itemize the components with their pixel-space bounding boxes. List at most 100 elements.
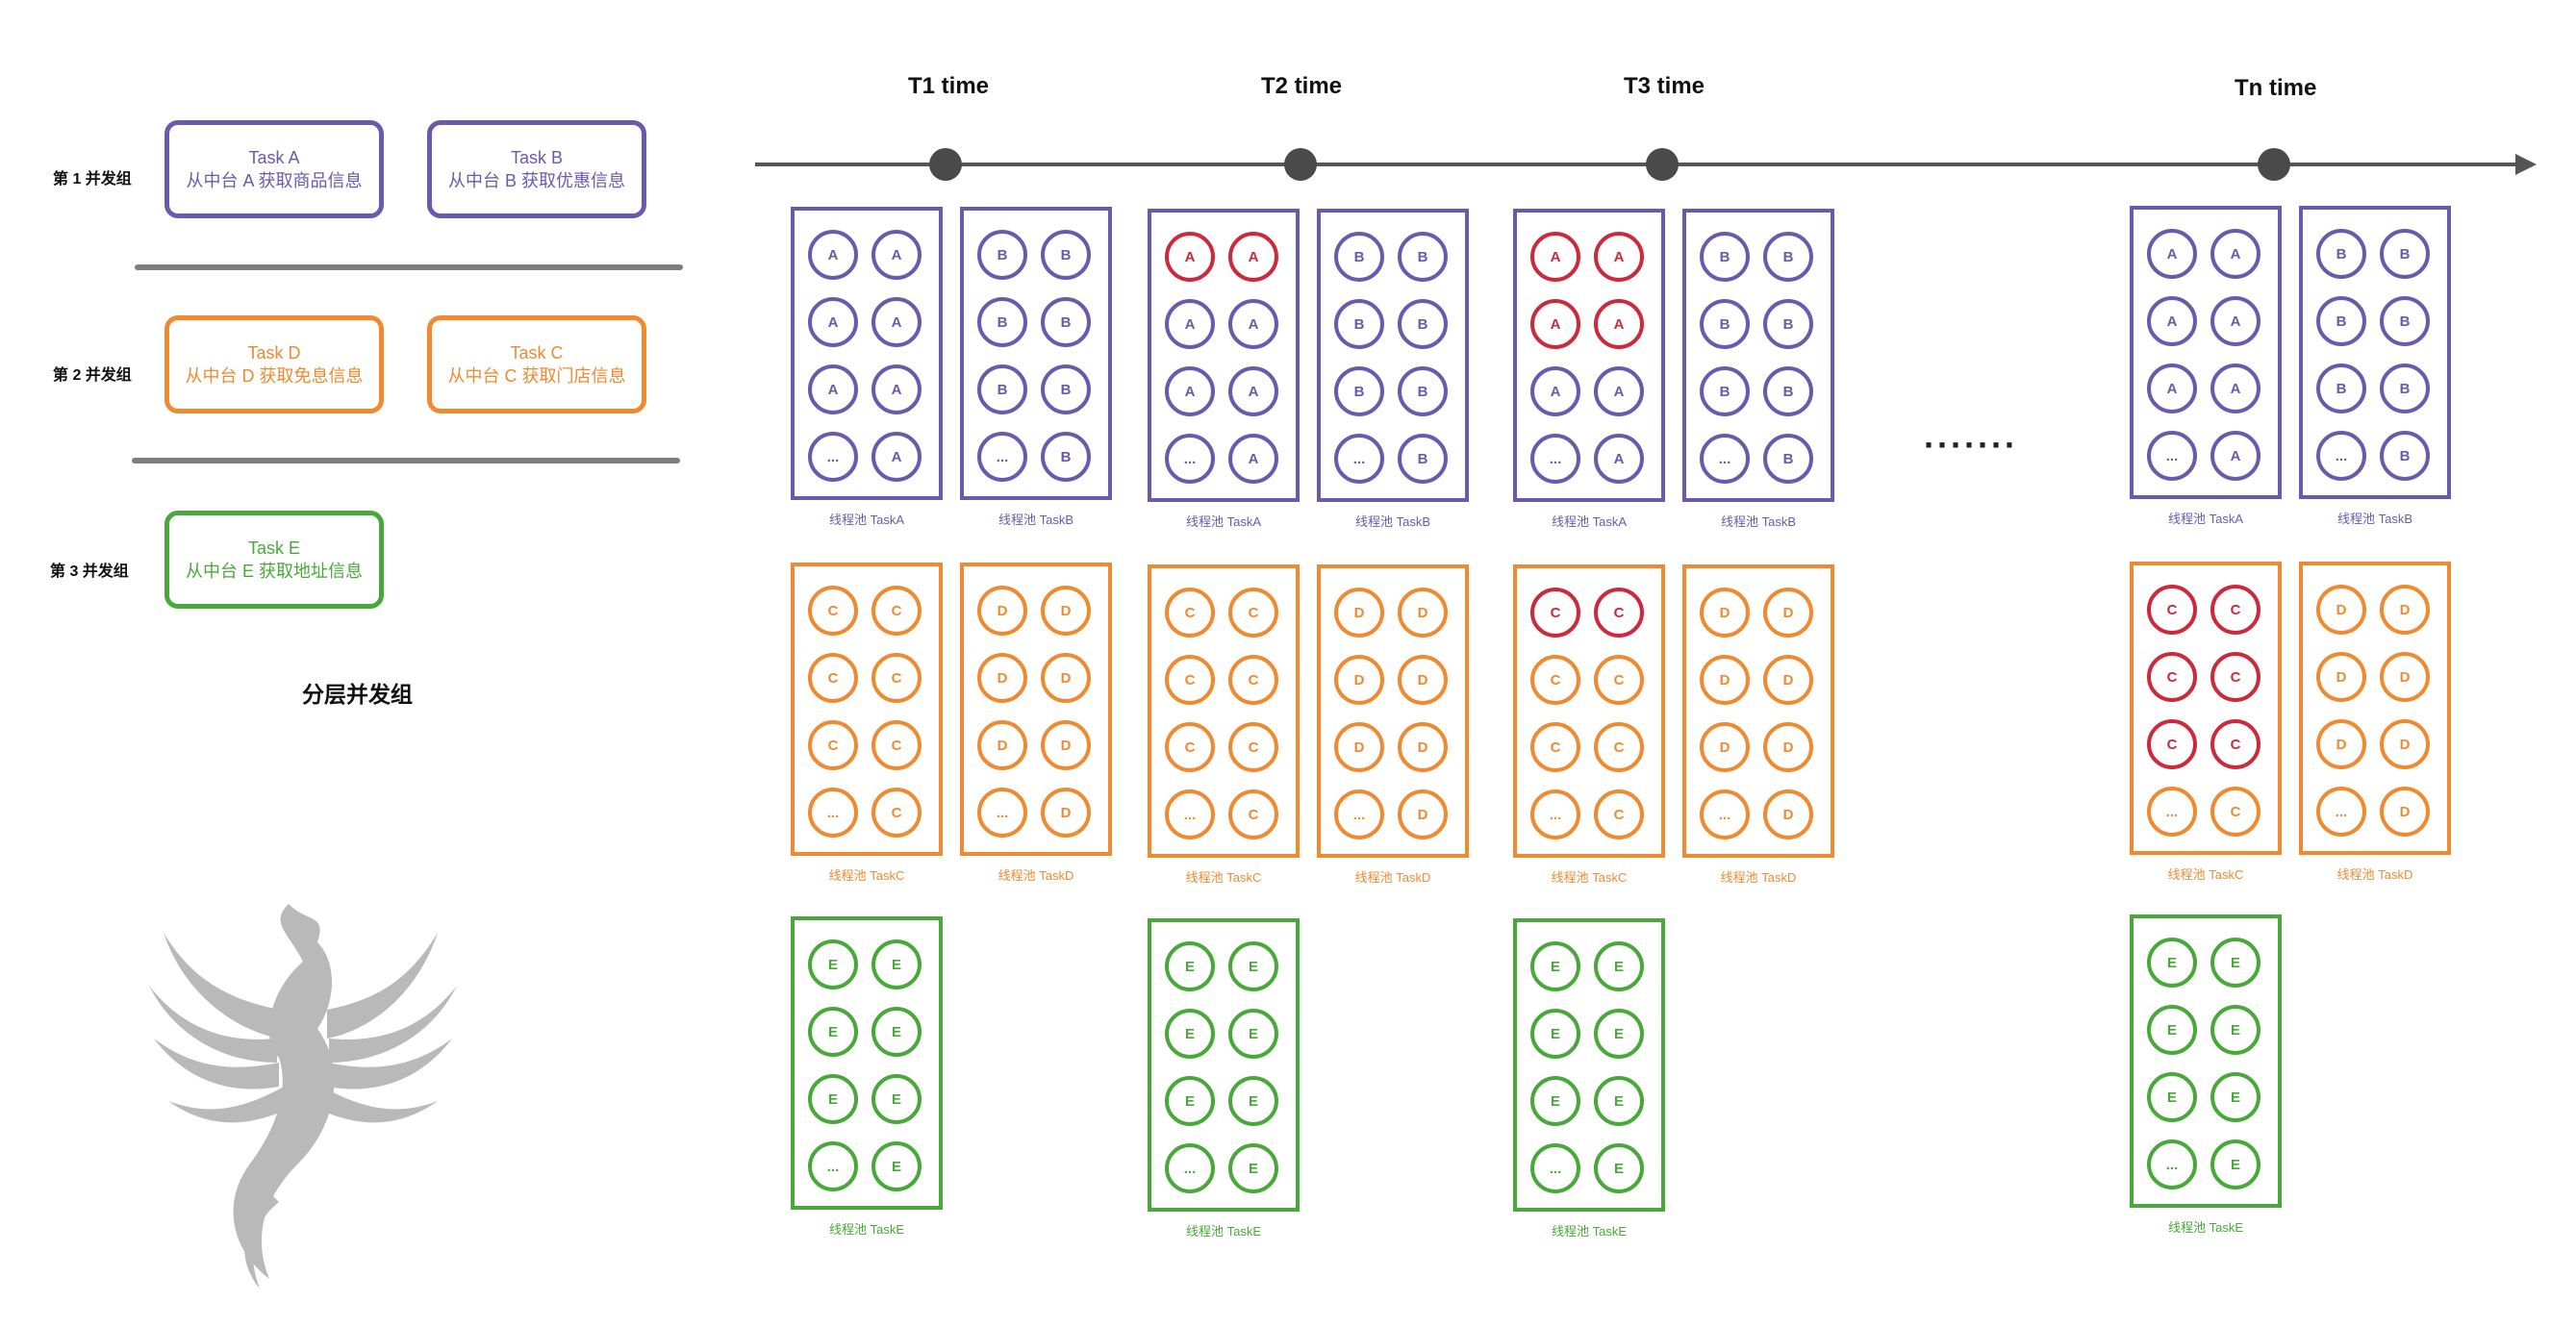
thread-placeholder: ... <box>1700 789 1750 839</box>
thread-pool-label: 线程池 TaskE <box>1551 1224 1628 1239</box>
thread-idle: C <box>871 586 922 636</box>
thread-idle: A <box>871 432 922 482</box>
thread-busy: C <box>2210 585 2260 635</box>
task-a-desc: 从中台 A 获取商品信息 <box>186 171 363 190</box>
timeline-node-tn <box>2258 148 2290 181</box>
thread-idle: C <box>808 653 858 703</box>
thread-placeholder: ... <box>2316 431 2366 481</box>
thread-idle: B <box>1041 364 1091 414</box>
thread-idle: C <box>1594 722 1644 772</box>
thread-idle: B <box>1398 232 1448 282</box>
thread-idle: D <box>2316 719 2366 769</box>
thread-idle: E <box>1228 1009 1278 1059</box>
thread-idle: D <box>1334 722 1384 772</box>
thread-placeholder: ... <box>808 788 858 838</box>
thread-idle: D <box>2380 719 2430 769</box>
thread-busy: C <box>1530 588 1580 638</box>
task-b-box: Task B 从中台 B 获取优惠信息 <box>427 120 646 218</box>
thread-placeholder: ... <box>977 788 1027 838</box>
thread-pool-label: 线程池 TaskB <box>2336 512 2413 526</box>
thread-idle: A <box>2210 229 2260 279</box>
group-divider-2 <box>132 458 680 463</box>
thread-placeholder: ... <box>1334 789 1384 839</box>
thread-idle: A <box>1165 299 1215 349</box>
thread-busy: C <box>2147 585 2197 635</box>
thread-idle: B <box>2316 296 2366 346</box>
thread-pool-label: 线程池 TaskB <box>1354 514 1431 529</box>
thread-idle: D <box>1700 655 1750 705</box>
thread-idle: B <box>2316 229 2366 279</box>
thread-idle: D <box>1763 722 1813 772</box>
thread-idle: D <box>1041 653 1091 703</box>
thread-idle: A <box>2147 363 2197 413</box>
thread-idle: E <box>1530 941 1580 991</box>
thread-idle: D <box>2380 585 2430 635</box>
thread-idle: E <box>2147 1072 2197 1122</box>
thread-pool-label: 线程池 TaskC <box>1185 870 1262 885</box>
thread-idle: B <box>2316 363 2366 413</box>
thread-idle: A <box>2210 363 2260 413</box>
thread-placeholder: ... <box>1165 434 1215 484</box>
thread-idle: D <box>1398 722 1448 772</box>
thread-placeholder: ... <box>1334 434 1384 484</box>
thread-idle: A <box>1530 366 1580 416</box>
task-d-desc: 从中台 D 获取免息信息 <box>185 366 364 386</box>
timeline-node-t1 <box>929 148 962 181</box>
thread-idle: A <box>808 297 858 347</box>
thread-idle: D <box>2316 585 2366 635</box>
thread-idle: E <box>1228 1143 1278 1193</box>
thread-placeholder: ... <box>1165 789 1215 839</box>
thread-idle: E <box>1530 1009 1580 1059</box>
thread-idle: B <box>1398 366 1448 416</box>
thread-pool-label: 线程池 TaskA <box>1551 514 1628 529</box>
phoenix-icon <box>149 904 457 1289</box>
layered-groups-caption: 分层并发组 <box>302 682 413 707</box>
thread-idle: D <box>1763 655 1813 705</box>
thread-idle: C <box>871 653 922 703</box>
thread-idle: E <box>2210 1005 2260 1055</box>
thread-pool-label: 线程池 TaskE <box>828 1222 905 1237</box>
thread-idle: E <box>2210 1072 2260 1122</box>
thread-idle: E <box>808 1074 858 1124</box>
thread-idle: B <box>977 364 1027 414</box>
thread-idle: C <box>871 788 922 838</box>
thread-idle: D <box>1041 720 1091 770</box>
thread-idle: E <box>871 939 922 989</box>
task-d-box: Task D 从中台 D 获取免息信息 <box>164 315 384 413</box>
thread-idle: E <box>808 1007 858 1057</box>
thread-pool-label: 线程池 TaskD <box>1720 870 1797 885</box>
thread-idle: B <box>2380 363 2430 413</box>
thread-idle: B <box>1763 434 1813 484</box>
time-label-t2: T2 time <box>1261 73 1343 99</box>
timeline-node-t2 <box>1284 148 1317 181</box>
thread-idle: D <box>2380 652 2430 702</box>
thread-pool-label: 线程池 TaskD <box>2336 867 2413 882</box>
task-b-desc: 从中台 B 获取优惠信息 <box>447 171 625 190</box>
thread-idle: D <box>1041 586 1091 636</box>
group-label-1: 第 1 并发组 <box>53 171 132 188</box>
timeline-node-t3 <box>1646 148 1679 181</box>
thread-idle: A <box>2210 296 2260 346</box>
thread-placeholder: ... <box>1165 1143 1215 1193</box>
thread-pool-label: 线程池 TaskE <box>1185 1224 1262 1239</box>
thread-idle: C <box>1530 655 1580 705</box>
thread-idle: D <box>1041 788 1091 838</box>
thread-idle: D <box>2316 652 2366 702</box>
thread-idle: E <box>2147 1005 2197 1055</box>
thread-pool-label: 线程池 TaskB <box>1720 514 1797 529</box>
thread-idle: C <box>808 720 858 770</box>
thread-pool-label: 线程池 TaskB <box>998 513 1074 527</box>
thread-idle: C <box>1228 789 1278 839</box>
thread-busy: C <box>2147 719 2197 769</box>
thread-idle: E <box>1594 1143 1644 1193</box>
thread-idle: D <box>1700 722 1750 772</box>
thread-busy: A <box>1530 299 1580 349</box>
task-e-box: Task E 从中台 E 获取地址信息 <box>164 511 384 609</box>
thread-idle: B <box>1763 299 1813 349</box>
